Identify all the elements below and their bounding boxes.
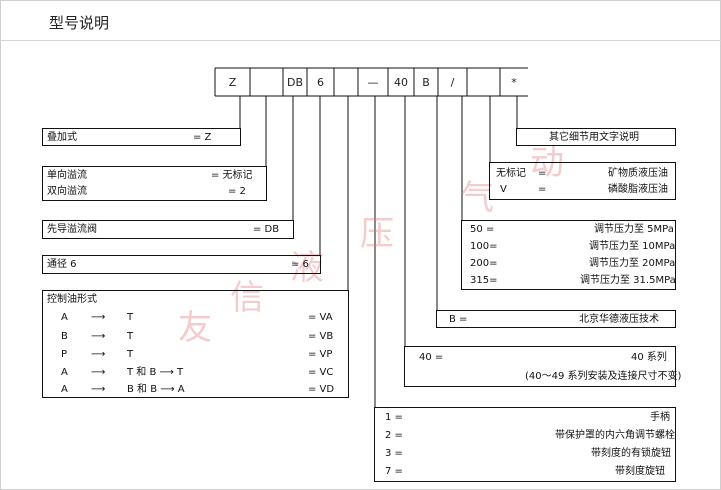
adjust-desc: 带刻度旋钮 — [615, 466, 665, 477]
pressure-desc: 调节压力至 10MPa — [589, 241, 676, 252]
adjust-code: 7 = — [385, 466, 403, 477]
control-row-code: = VD — [308, 384, 335, 395]
size-label: 通径 6 — [47, 259, 77, 270]
control-title: 控制油形式 — [47, 294, 97, 305]
series-note: (40～49 系列安装及连接尺寸不变) — [525, 371, 682, 382]
control-row-code: = VA — [308, 312, 333, 323]
watermark-char-1: 友 — [178, 308, 212, 348]
fluid-desc: 磷酸脂液压油 — [608, 184, 668, 195]
fluid-eq: = — [538, 168, 547, 179]
control-row-code: = VB — [308, 331, 334, 342]
overflow-double-value: = 2 — [228, 186, 246, 197]
page-title: 型号说明 — [49, 14, 110, 32]
watermark-char-6: 动 — [530, 143, 564, 183]
adjust-code: 1 = — [385, 412, 403, 423]
overflow-single-label: 单向溢流 — [47, 170, 87, 181]
fluid-code: 无标记 — [496, 168, 526, 179]
control-row-arrow: ⟶ — [91, 367, 106, 378]
series-box: 40 = 40 系列 (40～49 系列安装及连接尺寸不变) — [404, 346, 681, 387]
code-cell-star: * — [511, 75, 517, 89]
adjust-code: 3 = — [385, 448, 403, 459]
control-row-a: A — [61, 384, 68, 395]
pressure-code: 200= — [470, 258, 498, 269]
watermark-char-5: 气 — [460, 178, 494, 218]
adjust-desc: 带刻度的有锁旋钮 — [591, 448, 671, 459]
pressure-desc: 调节压力至 20MPa — [589, 258, 676, 269]
adjust-code: 2 = — [385, 430, 403, 441]
series-code: 40 = — [419, 352, 444, 363]
control-row-code: = VC — [308, 367, 334, 378]
pilot-label: 先导溢流阀 — [47, 224, 97, 235]
control-row-b: T — [127, 312, 134, 323]
fluid-eq: = — [538, 184, 547, 195]
control-row-b: B 和 B ⟶ A — [127, 384, 185, 395]
adjust-desc: 手柄 — [650, 412, 670, 423]
watermark-char-2: 信 — [230, 278, 264, 318]
control-row-a: A — [61, 367, 68, 378]
pressure-code: 50 = — [470, 224, 495, 235]
adjust-desc: 带保护罩的内六角调节螺栓 — [555, 430, 675, 441]
control-oil-box: 控制油形式 A ⟶ T = VA B ⟶ T = VB P ⟶ T = VP A… — [42, 290, 349, 398]
control-row-arrow: ⟶ — [91, 384, 106, 395]
watermark-char-3: 液 — [290, 248, 324, 288]
code-cell-b: B — [422, 75, 430, 89]
pilot-value: = DB — [253, 224, 280, 235]
other-details-label: 其它细节用文字说明 — [549, 132, 639, 143]
control-row-arrow: ⟶ — [91, 312, 106, 323]
pressure-code: 315= — [470, 275, 498, 286]
code-cell-6: 6 — [317, 75, 324, 89]
watermark-char-4: 压 — [360, 214, 394, 254]
stack-label: 叠加式 — [47, 132, 77, 143]
control-row-b: T 和 B ⟶ T — [127, 367, 184, 378]
other-details-box: 其它细节用文字说明 — [516, 128, 676, 146]
overflow-single-value: = 无标记 — [211, 170, 253, 181]
control-row-b: T — [127, 349, 134, 360]
fluid-type-box: 无标记 = 矿物质液压油 V = 磷酸脂液压油 — [489, 162, 676, 200]
code-cell-z: Z — [228, 75, 237, 89]
size-box: 通径 6 = 6 — [42, 255, 321, 274]
stack-value: = Z — [193, 132, 212, 143]
control-row-a: P — [61, 349, 68, 360]
control-row-arrow: ⟶ — [91, 349, 106, 360]
code-cell-dash: — — [367, 75, 379, 89]
pressure-desc: 调节压力至 31.5MPa — [580, 275, 676, 286]
overflow-double-label: 双向溢流 — [47, 186, 87, 197]
fluid-desc: 矿物质液压油 — [608, 168, 668, 179]
fluid-code: V — [500, 184, 507, 195]
code-cell-40: 40 — [394, 75, 408, 89]
control-row-arrow: ⟶ — [91, 331, 106, 342]
control-row-code: = VP — [308, 349, 333, 360]
pressure-code: 100= — [470, 241, 498, 252]
size-value: = 6 — [291, 259, 309, 270]
maker-desc: 北京华德液压技术 — [579, 314, 659, 325]
adjust-box: 1 = 手柄 2 = 带保护罩的内六角调节螺栓 3 = 带刻度的有锁旋钮 7 =… — [374, 407, 676, 482]
pressure-box: 50 = 调节压力至 5MPa 100= 调节压力至 10MPa 200= 调节… — [461, 220, 676, 290]
overflow-type-box: 单向溢流 = 无标记 双向溢流 = 2 — [42, 166, 267, 201]
code-cell-db: DB — [286, 75, 304, 89]
pilot-valve-box: 先导溢流阀 = DB — [42, 220, 294, 239]
maker-box: B = 北京华德液压技术 — [436, 310, 676, 328]
code-cell-slash: / — [450, 75, 455, 89]
maker-code: B = — [449, 314, 468, 325]
series-desc: 40 系列 — [631, 352, 667, 363]
control-row-a: B — [61, 331, 68, 342]
title-bar: 型号说明 — [0, 0, 721, 41]
control-row-b: T — [127, 331, 134, 342]
pressure-desc: 调节压力至 5MPa — [594, 224, 674, 235]
stack-type-box: 叠加式 = Z — [42, 128, 241, 146]
control-row-a: A — [61, 312, 68, 323]
